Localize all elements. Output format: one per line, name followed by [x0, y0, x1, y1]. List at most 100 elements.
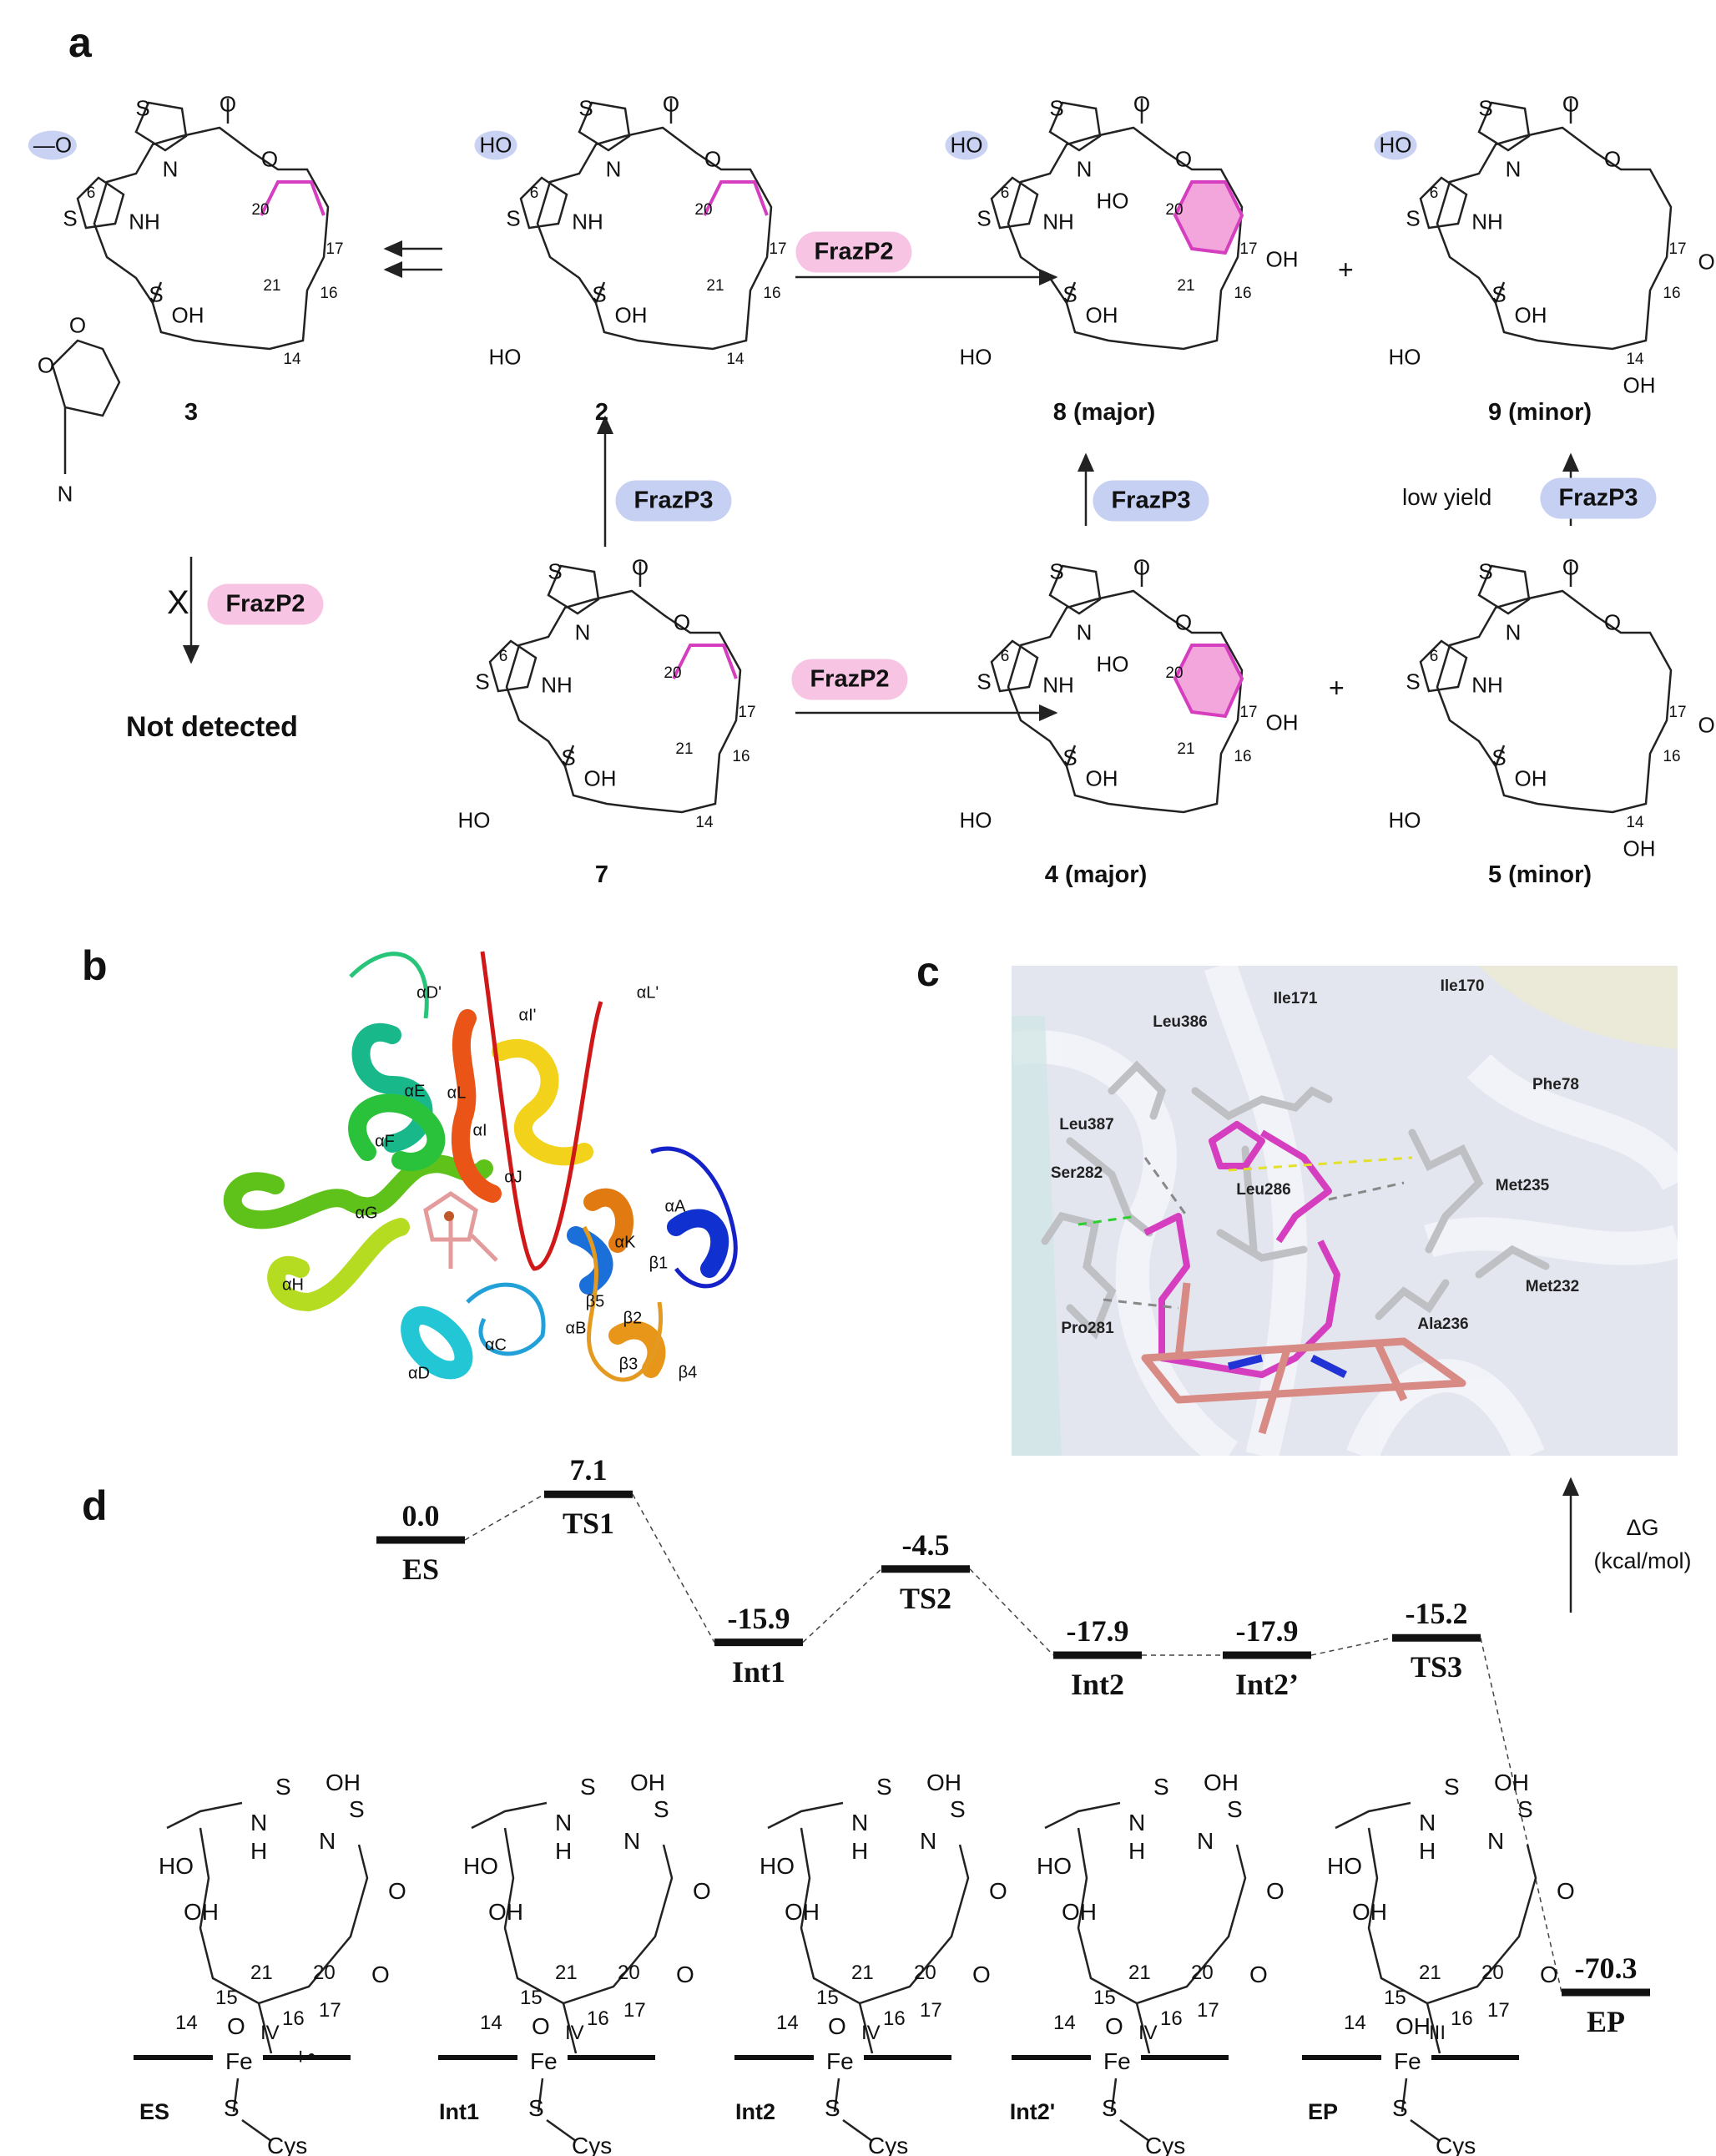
- atom-label: 16: [763, 285, 781, 302]
- sulfur-label: S: [528, 2095, 544, 2121]
- atom-label: O: [1562, 91, 1580, 117]
- atom-label: 20: [251, 201, 270, 219]
- cysteine-label: Cys: [572, 2133, 613, 2156]
- energy-value: -17.9: [1235, 1614, 1299, 1648]
- secondary-structure-label: β1: [649, 1254, 669, 1273]
- intermediate-structure: [734, 1761, 1010, 2153]
- structure-name: Int2': [1009, 2099, 1056, 2124]
- atom-label: H: [555, 1838, 573, 1864]
- secondary-structure-label: αL': [636, 983, 659, 1002]
- state-label: EP: [1586, 2005, 1626, 2038]
- atom-label: OH: [1204, 1770, 1239, 1795]
- not-detected-label: Not detected: [126, 711, 298, 743]
- atom-label: NH: [1471, 209, 1503, 235]
- atom-label: HO: [463, 1853, 498, 1879]
- atom-label: HO: [1096, 188, 1129, 214]
- atom-label: 21: [851, 1962, 874, 1984]
- state-label: ES: [401, 1553, 440, 1586]
- atom-label: 17: [623, 1999, 646, 2022]
- molecule-skeleton: [990, 98, 1244, 351]
- atom-label: N: [1197, 1828, 1214, 1854]
- secondary-structure-label: β4: [678, 1363, 698, 1382]
- atom-label: 6: [1000, 648, 1010, 665]
- atom-label: S: [1062, 281, 1078, 307]
- atom-label: HO: [1327, 1853, 1362, 1879]
- atom-label: OH: [926, 1770, 961, 1795]
- cysteine-label: Cys: [868, 2133, 909, 2156]
- atom-label: O: [989, 1878, 1007, 1904]
- secondary-structure-label: β2: [623, 1309, 643, 1328]
- secondary-structure-label: β5: [585, 1292, 605, 1311]
- secondary-structure-label: αA: [664, 1197, 686, 1216]
- atom-label: 17: [1239, 240, 1258, 258]
- residue-label: Met232: [1525, 1278, 1580, 1295]
- atom-label: 15: [1093, 1987, 1116, 2009]
- atom-label: O: [1133, 554, 1151, 580]
- panel-a-arrows: [183, 240, 1579, 721]
- energy-value: -15.2: [1405, 1597, 1468, 1631]
- atom-label: O: [1174, 146, 1193, 172]
- atom-label: N: [920, 1828, 937, 1854]
- atom-label: HO: [159, 1853, 194, 1879]
- atom-label: 20: [1165, 201, 1184, 219]
- panel-label-b: b: [82, 942, 108, 989]
- iron-label: Fe: [530, 2048, 558, 2074]
- energy-axis-unit: (kcal/mol): [1593, 1548, 1692, 1573]
- atom-label: HO: [959, 807, 992, 833]
- iron-label: Fe: [1394, 2048, 1421, 2074]
- atom-label: O: [219, 91, 237, 117]
- secondary-structure-label: αG: [355, 1204, 378, 1223]
- active-site-graphic: [1012, 966, 1678, 1456]
- atom-label: S: [1049, 95, 1064, 121]
- state-label: TS3: [1410, 1650, 1463, 1684]
- atom-label: 21: [263, 277, 281, 295]
- energy-axis-label: ΔG: [1626, 1515, 1659, 1540]
- atom-label: HO: [760, 1853, 795, 1879]
- atom-label: OH: [614, 302, 648, 328]
- atom-label: OH: [1623, 836, 1656, 861]
- atom-label: S: [580, 1774, 596, 1800]
- atom-label: 14: [726, 351, 744, 368]
- atom-label: 21: [1177, 277, 1195, 295]
- atom-label: 17: [319, 1999, 341, 2022]
- atom-label: OH: [1085, 302, 1118, 328]
- atom-label: S: [1153, 1774, 1169, 1800]
- atom-label: OH: [326, 1770, 361, 1795]
- atom-label: 16: [1234, 748, 1252, 765]
- secondary-structure-label: αL: [447, 1083, 467, 1103]
- atom-label: 21: [1177, 740, 1195, 758]
- atom-label: HO: [474, 130, 517, 160]
- atom-label: S: [135, 95, 150, 121]
- atom-label: S: [1478, 558, 1493, 584]
- atom-label: N: [623, 1828, 641, 1854]
- oxidation-state: III: [1429, 2022, 1446, 2044]
- atom-label: N: [57, 481, 73, 507]
- atom-label: O: [37, 352, 55, 378]
- atom-label: 21: [675, 740, 694, 758]
- enzyme-frazp3-pill: FrazP3: [1093, 480, 1209, 522]
- structure-name: Int2: [734, 2099, 776, 2124]
- atom-label: 20: [1481, 1962, 1504, 1984]
- secondary-structure-label: αK: [614, 1233, 636, 1252]
- enzyme-frazp3-pill: FrazP3: [1540, 477, 1657, 519]
- atom-label: OH: [1265, 709, 1299, 735]
- atom-label: O: [693, 1878, 711, 1904]
- atom-label: —O: [28, 130, 78, 160]
- atom-label: 20: [664, 664, 682, 682]
- atom-label: O: [1603, 609, 1622, 635]
- atom-label: N: [555, 1810, 573, 1835]
- atom-label: S: [977, 205, 992, 231]
- energy-value: 0.0: [401, 1499, 440, 1532]
- atom-label: 16: [1234, 285, 1252, 302]
- atom-label: NH: [541, 672, 573, 698]
- iron-label: Fe: [1103, 2048, 1131, 2074]
- atom-label: HO: [457, 807, 491, 833]
- atom-label: O: [673, 609, 691, 635]
- atom-label: S: [1478, 95, 1493, 121]
- atom-label: 15: [1384, 1987, 1406, 2009]
- secondary-structure-label: αH: [281, 1275, 305, 1295]
- state-label: Int2: [1070, 1668, 1125, 1701]
- atom-label: HO: [1037, 1853, 1072, 1879]
